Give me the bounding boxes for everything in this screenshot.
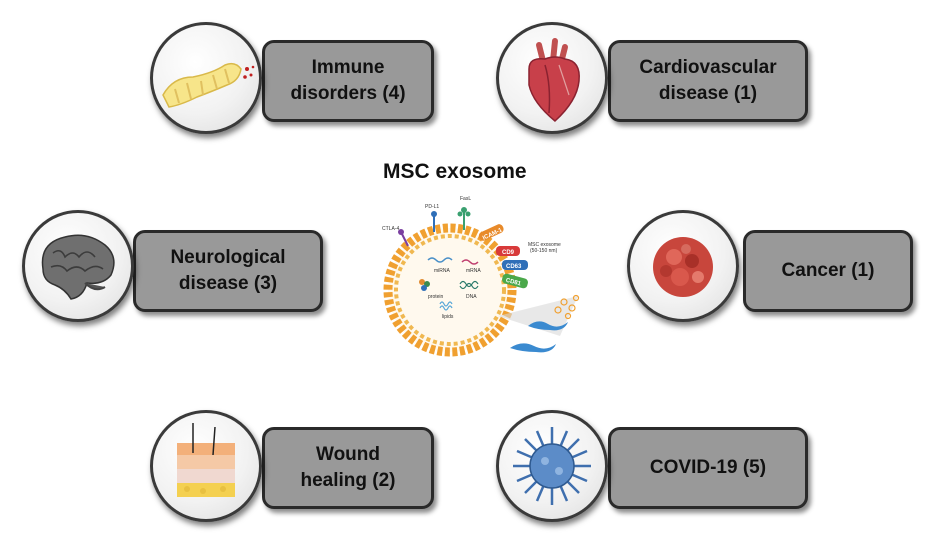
cardiovascular-disease-box: Cardiovascular disease (1) — [608, 40, 808, 122]
skin-layers-icon — [150, 410, 262, 522]
fasl-protein — [457, 207, 471, 230]
neuro-label-line1: Neurological — [170, 247, 286, 269]
neuro-label-line2: disease (3) — [178, 273, 278, 294]
cd9-label: CD9 — [502, 250, 515, 256]
pdl1-protein — [431, 211, 437, 232]
brain-icon — [22, 210, 134, 322]
cardio-label-line1: Cardiovascular — [639, 57, 777, 79]
cd9-marker — [496, 246, 520, 256]
target-cell-2 — [510, 343, 556, 353]
mrna-label: mRNA — [466, 268, 481, 274]
icam1-marker — [478, 224, 504, 241]
wound-label-line2: healing (2) — [300, 470, 396, 491]
exosome-membrane — [383, 223, 517, 357]
immune-disorders-box: Immune disorders (4) — [262, 40, 434, 122]
target-cell-1 — [528, 321, 568, 331]
msc-exosome-title: MSC exosome — [383, 160, 527, 183]
dna-label: DNA — [466, 294, 477, 300]
cancer-box: Cancer (1) — [743, 230, 913, 312]
covid-box: COVID-19 (5) — [608, 427, 808, 509]
lipids-cargo — [439, 301, 453, 311]
heart-icon — [496, 22, 608, 134]
cardio-label-line2: disease (1) — [658, 83, 758, 104]
ctla4-label: CTLA-4 — [382, 226, 399, 232]
dna-helix — [459, 280, 479, 290]
exosome-diagram: FasL PD-L1 CTLA-4 ICAM-1 CD9 CD63 CD81 M… — [382, 196, 580, 357]
neurological-disease-box: Neurological disease (3) — [133, 230, 323, 312]
fasl-label: FasL — [460, 196, 471, 202]
wound-healing-box: Wound healing (2) — [262, 427, 434, 509]
wound-label-line1: Wound — [315, 444, 380, 466]
zoom-cone — [498, 296, 578, 336]
mirna-strand — [427, 257, 453, 263]
msc-exosome-label: MSC exosome — [528, 242, 561, 248]
mrna-strand — [461, 259, 479, 265]
cd81-label: CD81 — [505, 278, 522, 288]
cd63-label: CD63 — [506, 264, 522, 270]
covid-label-line1: COVID-19 (5) — [649, 457, 767, 479]
mirna-label: miRNA — [434, 268, 450, 274]
virus-icon — [496, 410, 608, 522]
size-label: (50-150 nm) — [530, 248, 558, 254]
immune-label-line1: Immune — [311, 57, 385, 79]
cd63-marker — [502, 260, 528, 270]
cancer-label-line1: Cancer (1) — [781, 260, 875, 282]
protein-label: protein — [428, 294, 444, 300]
released-vesicles — [554, 294, 580, 320]
immune-label-line2: disorders (4) — [290, 83, 406, 104]
ctla4-protein — [398, 229, 409, 247]
pdl1-label: PD-L1 — [425, 204, 439, 210]
lipids-label: lipids — [442, 314, 454, 320]
protein-cargo — [419, 279, 430, 291]
cd81-marker — [502, 273, 528, 289]
tumor-icon — [627, 210, 739, 322]
intestine-icon — [150, 22, 262, 134]
